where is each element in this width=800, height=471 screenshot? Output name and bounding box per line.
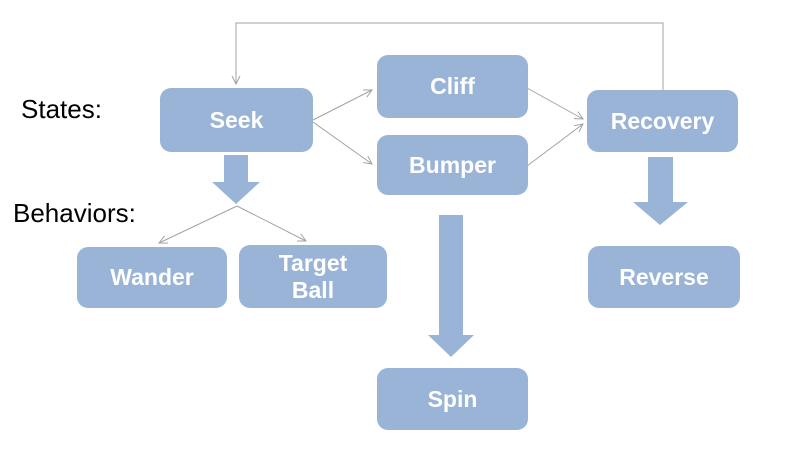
edge-bumper-to-recovery <box>526 123 584 167</box>
node-spin: Spin <box>377 368 528 430</box>
node-recovery: Recovery <box>587 90 738 152</box>
edge-recovery-to-seek-loop <box>231 22 664 90</box>
edge-cliff-to-recovery <box>526 87 584 120</box>
node-cliff: Cliff <box>377 55 528 118</box>
states-label: States: <box>21 94 102 124</box>
node-reverse: Reverse <box>588 246 740 308</box>
edge-seek-to-bumper <box>312 121 373 165</box>
node-target-ball: Target Ball <box>239 245 387 308</box>
node-wander: Wander <box>77 247 227 308</box>
edge-seek-to-cliff <box>312 89 373 121</box>
behaviors-label: Behaviors: <box>13 198 136 228</box>
block-arrow-recovery-to-reverse <box>633 157 688 225</box>
node-seek: Seek <box>160 88 313 152</box>
edge-seek-to-wander <box>157 205 238 244</box>
block-arrow-seek-to-behaviors <box>212 155 260 204</box>
block-arrow-bumper-to-spin <box>428 215 474 357</box>
node-bumper: Bumper <box>377 135 528 195</box>
edge-seek-to-target-ball <box>236 205 307 242</box>
